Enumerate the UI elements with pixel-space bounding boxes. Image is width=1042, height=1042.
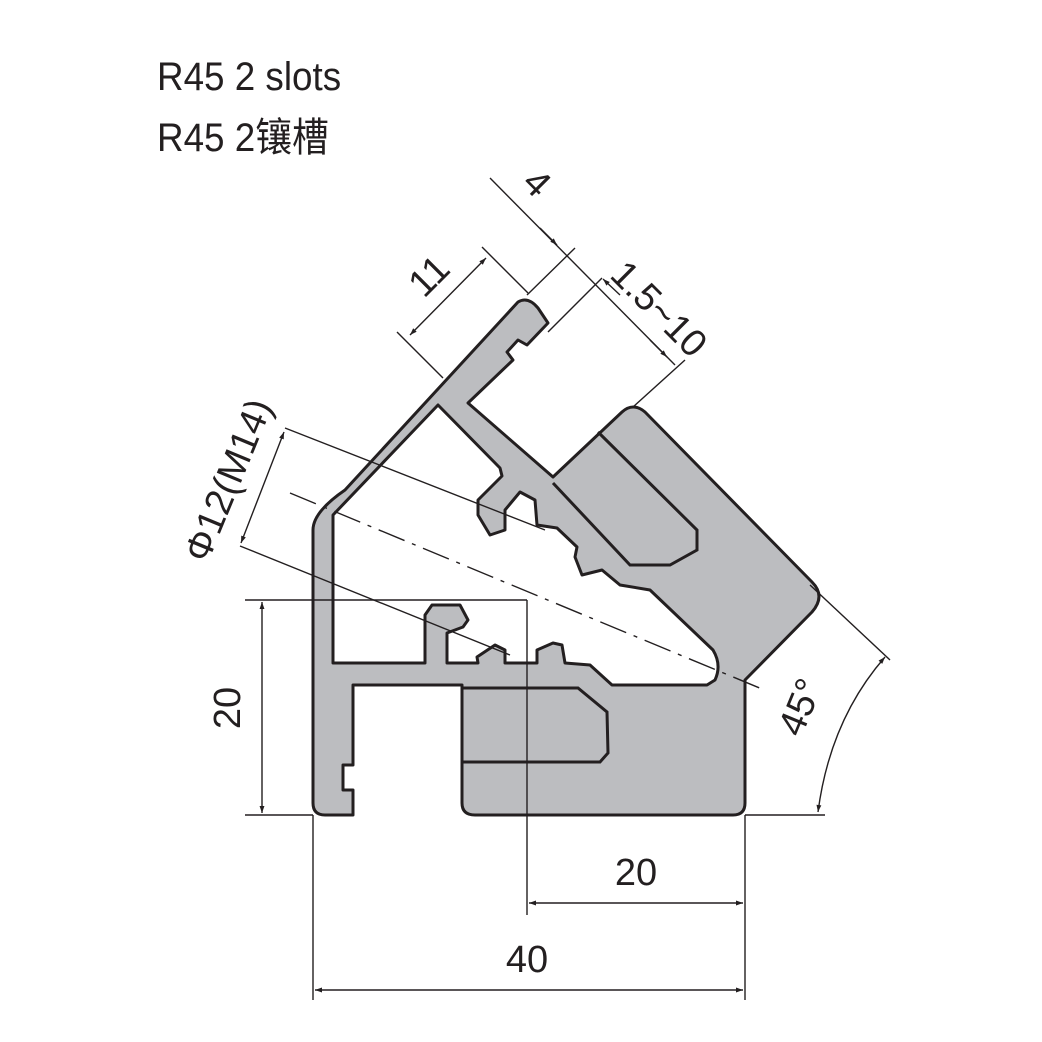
upper-insert-outline — [551, 430, 699, 567]
dim-arc-45 — [816, 656, 886, 813]
dim-line-bore — [240, 431, 285, 544]
label-4: 4 — [514, 161, 559, 206]
profile-cavity — [331, 403, 720, 687]
label-11: 11 — [401, 248, 459, 306]
label-20-bottom: 20 — [615, 852, 657, 894]
dim-line-11 — [409, 257, 487, 336]
centerline — [289, 492, 763, 690]
lower-insert-outline — [462, 686, 610, 764]
label-45: 45° — [771, 673, 832, 742]
label-20-left: 20 — [207, 687, 249, 729]
label-40: 40 — [506, 939, 548, 981]
title-cn: R45 2镶槽 — [157, 116, 329, 160]
dim-line-slot — [489, 177, 676, 366]
title-en: R45 2 slots — [157, 55, 342, 99]
